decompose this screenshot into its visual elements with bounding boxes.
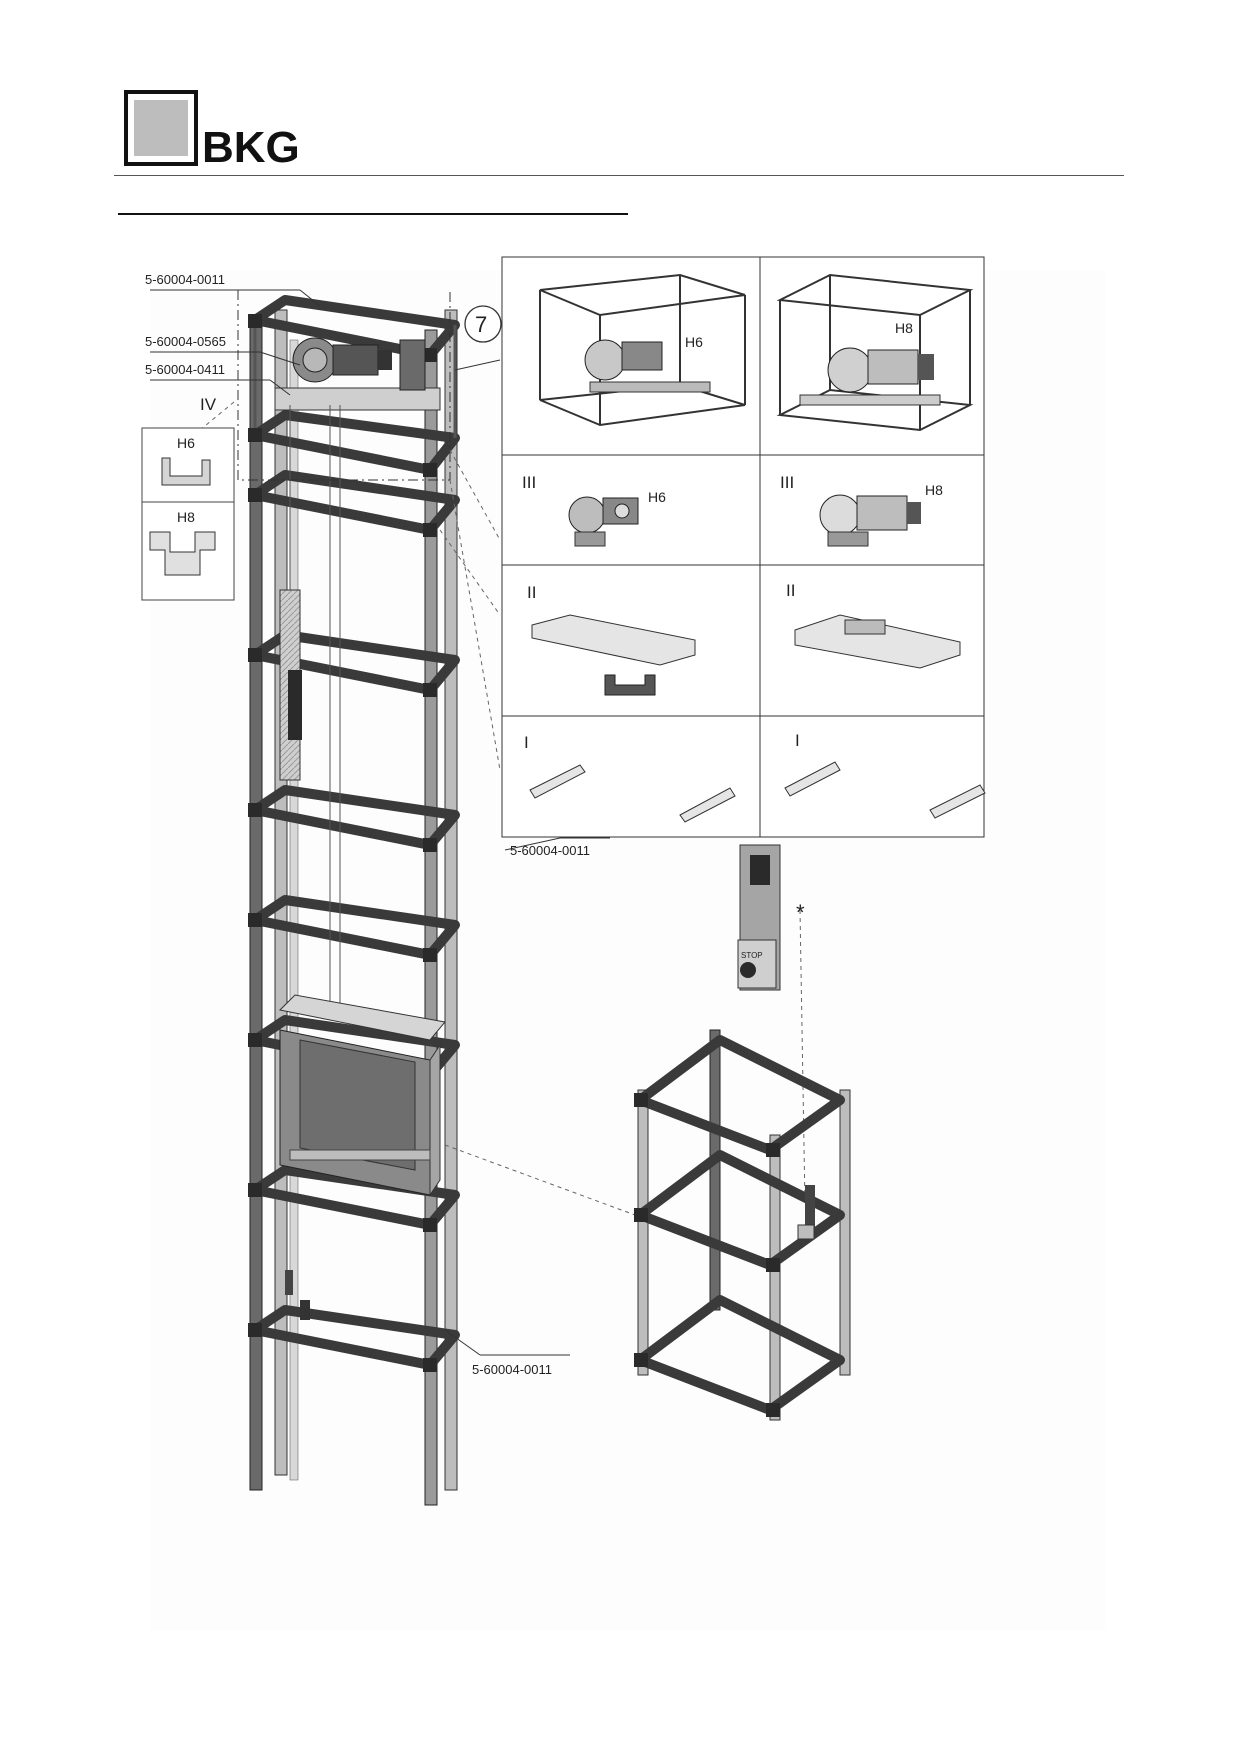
stop-label: STOP [741, 951, 763, 960]
motor-h6-in-frame [584, 339, 711, 393]
rails-i [529, 761, 986, 823]
motor-h6 [568, 496, 639, 547]
callout-leaders [150, 289, 610, 1356]
callout-top-ref: 5-60004-0011 [145, 272, 225, 287]
level-iv-label: IV [200, 395, 217, 414]
grid-top-right-label: H8 [895, 320, 913, 336]
lift-shaft-drawing: 5-60004-0011 5-60004-0565 5-60004-0411 I… [141, 256, 1105, 1630]
asterisk: * [796, 900, 805, 925]
title-rule [118, 213, 628, 215]
row-ii-left-roman: II [527, 583, 536, 602]
bracket-h8 [794, 614, 961, 669]
left-inset: H6 H8 [141, 427, 235, 601]
row-iii-left-label: H6 [648, 489, 666, 505]
callout-bottom-ref: 5-60004-0011 [472, 1362, 552, 1377]
bkg-logo: BKG [124, 90, 334, 172]
grid-top-left-label: H6 [685, 334, 703, 350]
row-iii-right-roman: III [780, 473, 794, 492]
motor-h8 [819, 494, 921, 547]
row-iii-left-roman: III [522, 473, 536, 492]
step-number: 7 [475, 312, 487, 337]
small-frame [634, 1029, 851, 1421]
row-ii-right-roman: II [786, 581, 795, 600]
detail-grid: H6 H8 III III H6 H8 [501, 256, 986, 838]
row-iii-right-label: H8 [925, 482, 943, 498]
inset-h8-label: H8 [177, 509, 195, 525]
callout-bracket-ref: 5-60004-0411 [145, 362, 225, 377]
stop-bracket: STOP * [737, 844, 805, 991]
row-i-right-roman: I [795, 731, 800, 750]
row-i-left-roman: I [524, 733, 529, 752]
drive-unit [274, 337, 441, 411]
motor-h8-in-frame [799, 347, 941, 406]
projection-lines [199, 401, 806, 1216]
callout-motor-ref: 5-60004-0565 [145, 334, 226, 349]
logo-text: BKG [202, 123, 300, 172]
lift-car [278, 994, 446, 1197]
tall-shaft [248, 295, 460, 1506]
bracket-h6 [531, 614, 696, 696]
callout-mid-ref: 5-60004-0011 [510, 843, 590, 858]
inset-h6-label: H6 [177, 435, 195, 451]
header-rule [114, 175, 1124, 176]
